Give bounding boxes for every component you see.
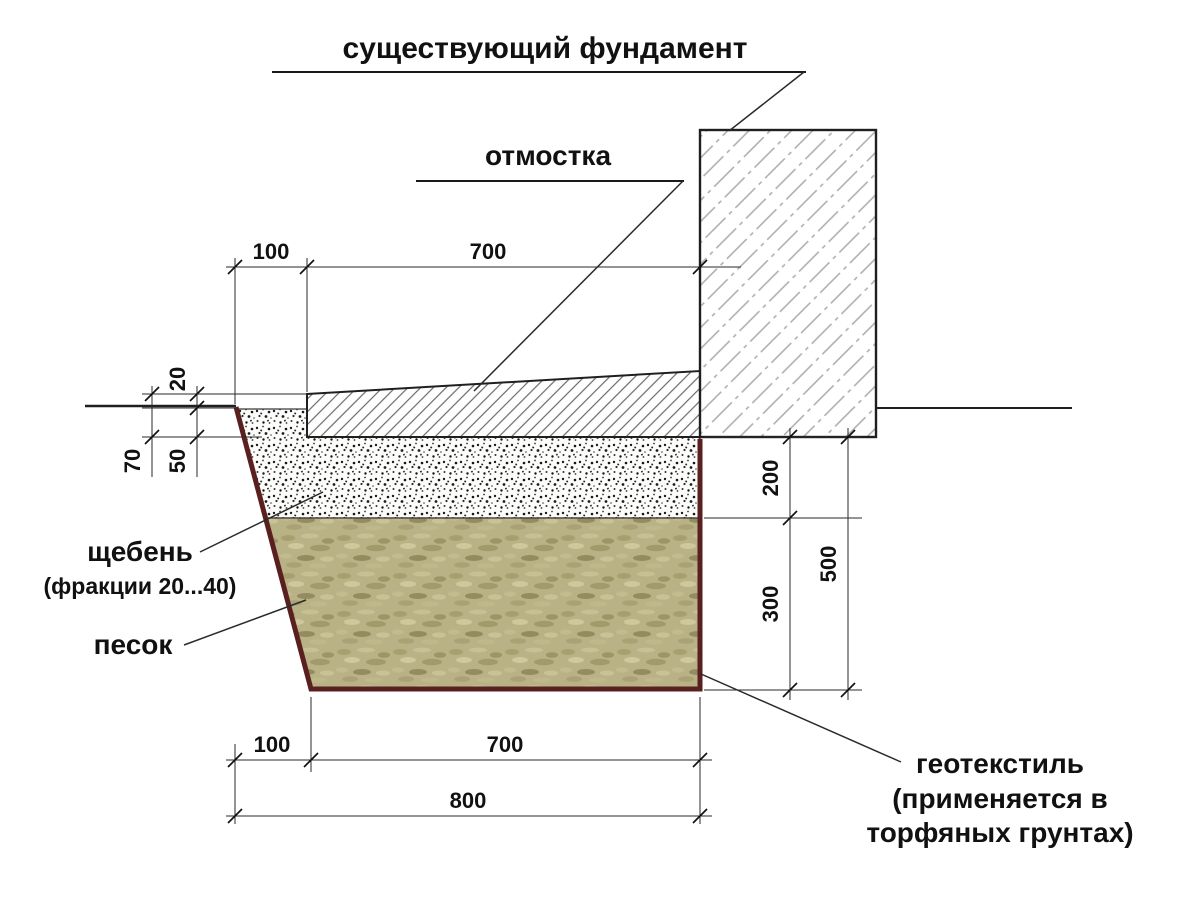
dim-crushed-stone-depth: 200 [758, 460, 783, 497]
dim-blind-area-total-depth: 70 [120, 449, 145, 473]
label-geotextile: геотекстиль [916, 748, 1084, 779]
label-crushed-stone-fraction: (фракции 20...40) [44, 573, 237, 599]
title-existing-foundation: существующий фундамент [343, 32, 748, 65]
dimension-left: 20 50 70 [120, 367, 307, 477]
blind-area-slab [306, 369, 701, 438]
dim-top-width: 700 [470, 239, 507, 264]
dim-blind-area-below-ground: 50 [165, 449, 190, 473]
dim-blind-area-above-ground: 20 [165, 367, 190, 391]
title-leader-line [728, 71, 805, 132]
geotextile-leader-line [700, 673, 902, 763]
geotextile-liner [233, 406, 703, 692]
label-crushed-stone: щебень [87, 536, 193, 567]
dim-pit-total-depth: 500 [816, 546, 841, 583]
foundation-block [698, 128, 878, 439]
dim-top-offset: 100 [253, 239, 290, 264]
dim-bottom-width: 700 [487, 732, 524, 757]
sand-leader-line [183, 599, 307, 646]
crushed-stone-leader-line [199, 491, 324, 553]
sand-layer [264, 517, 701, 689]
dimension-right: 200 300 500 [704, 428, 862, 700]
label-sand: песок [94, 629, 174, 660]
dim-sand-depth: 300 [758, 586, 783, 623]
label-blind-area: отмостка [485, 140, 611, 171]
dimension-bottom: 100 700 800 [226, 697, 712, 824]
dim-bottom-total-width: 800 [450, 788, 487, 813]
label-geotextile-note-1: (применяется в [892, 783, 1108, 814]
blind-area-leader-line [473, 180, 684, 392]
dimension-top: 100 700 [226, 239, 741, 404]
label-geotextile-note-2: торфяных грунтах) [866, 817, 1133, 848]
dim-bottom-offset: 100 [254, 732, 291, 757]
